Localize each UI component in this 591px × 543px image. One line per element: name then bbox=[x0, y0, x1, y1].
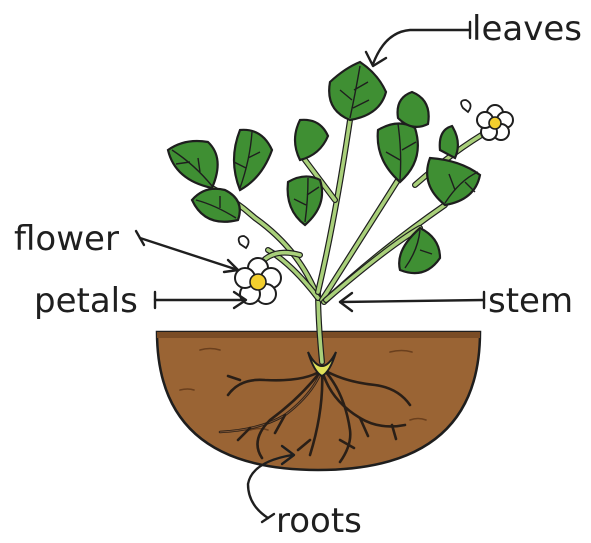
label-stem: stem bbox=[488, 281, 573, 321]
label-petals: petals bbox=[34, 281, 138, 321]
leaf-icon bbox=[168, 62, 480, 273]
label-flower: flower bbox=[14, 219, 119, 259]
leaves-arrow bbox=[373, 30, 470, 64]
label-roots: roots bbox=[276, 501, 362, 541]
label-leaves: leaves bbox=[472, 9, 582, 49]
stem-arrow bbox=[340, 300, 484, 302]
flower-arrow bbox=[140, 238, 238, 270]
flower-icon bbox=[235, 100, 513, 304]
